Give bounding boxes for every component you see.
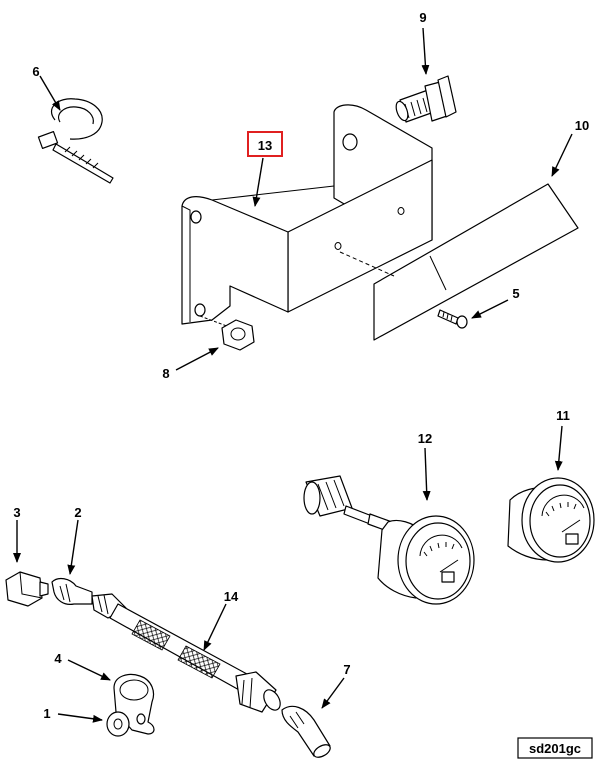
washer (106, 711, 130, 737)
figure-id-box (517, 737, 593, 759)
decal-plate (339, 183, 579, 341)
leader-11 (554, 425, 563, 471)
callout-8: 8 (162, 366, 169, 381)
figure-id: sd201gc (529, 741, 581, 756)
leader-7 (321, 677, 345, 709)
callout-6: 6 (32, 64, 39, 79)
callout-13: 13 (258, 138, 272, 153)
adapter-fitting (5, 571, 49, 607)
gauge-with-sender (303, 475, 475, 605)
gauge (507, 477, 595, 563)
small-screw (437, 309, 468, 329)
leader-13 (252, 157, 264, 207)
hex-nut (221, 319, 255, 351)
elbow-sender (281, 705, 331, 758)
callout-5: 5 (512, 286, 519, 301)
elbow-fitting (51, 577, 93, 605)
leader-9 (421, 27, 430, 75)
callout-7: 7 (343, 662, 350, 677)
callout-2: 2 (74, 505, 81, 520)
leader-1 (57, 713, 103, 723)
leader-8 (175, 347, 219, 371)
callout-4: 4 (54, 651, 62, 666)
screw (395, 75, 457, 123)
leader-14 (203, 603, 227, 651)
hose-assembly (91, 593, 281, 713)
callout-11: 11 (556, 408, 570, 423)
callout-14: 14 (224, 589, 239, 604)
leader-10 (551, 133, 573, 177)
callout-12: 12 (418, 431, 432, 446)
mounting-bracket (181, 104, 433, 329)
leader-6 (39, 75, 61, 111)
cable-tie (37, 98, 114, 184)
callout-1: 1 (43, 706, 50, 721)
leader-4 (67, 659, 111, 681)
leader-2 (67, 519, 79, 575)
callout-9: 9 (419, 10, 426, 25)
leader-5 (471, 299, 509, 319)
callout-10: 10 (575, 118, 589, 133)
highlight-box-13 (247, 131, 283, 157)
callout-3: 3 (13, 505, 20, 520)
leader-12 (422, 447, 431, 501)
